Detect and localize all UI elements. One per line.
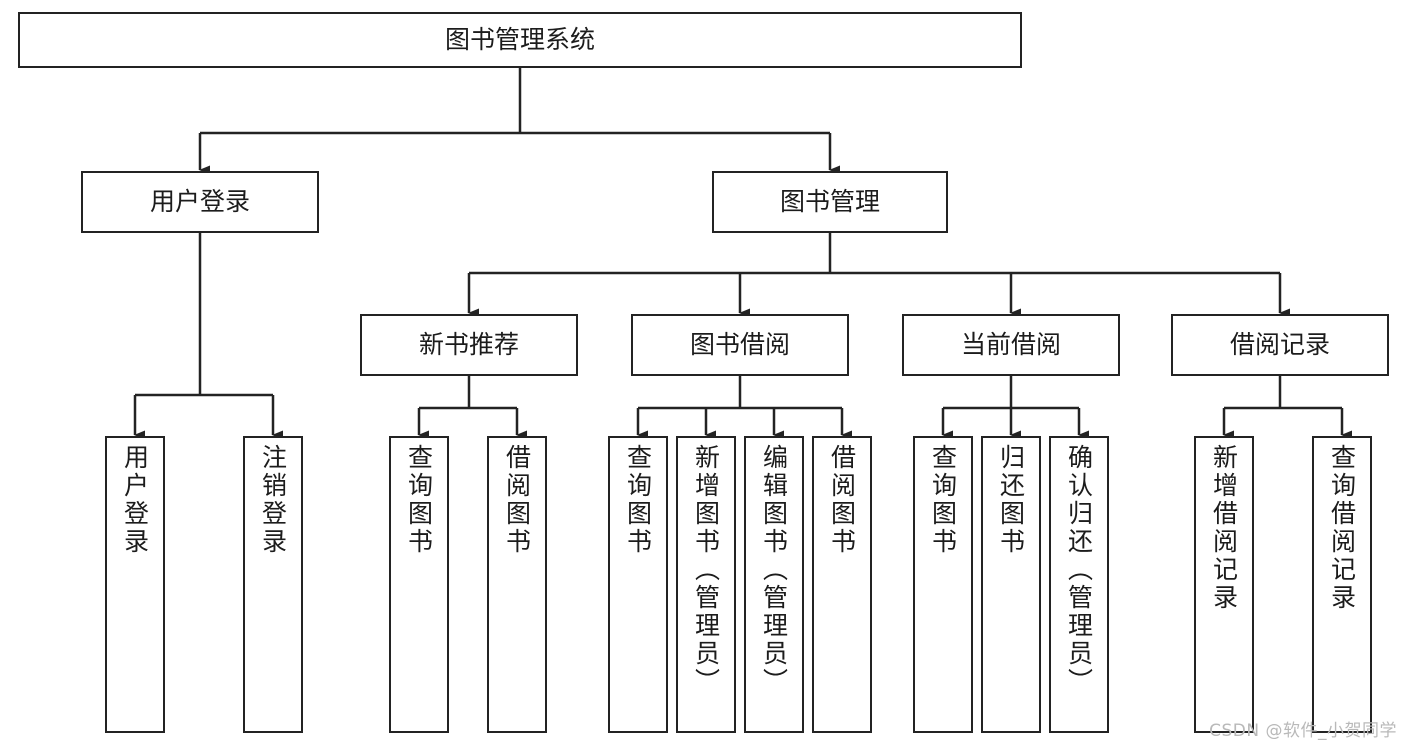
node-leaf-user-login: 用户登录 [105, 436, 165, 733]
node-leaf-user-logout: 注销登录 [243, 436, 303, 733]
node-label: 编辑图书（管理员） [759, 444, 789, 696]
node-label: 借阅记录 [1229, 330, 1330, 360]
csdn-watermark: CSDN @软件_小贺同学 [1209, 721, 1397, 741]
node-leaf-borrow-book: 借阅图书 [812, 436, 872, 733]
node-label: 图书管理系统 [444, 25, 595, 55]
node-book-manage: 图书管理 [712, 171, 948, 233]
node-label: 查询图书 [928, 444, 958, 556]
node-leaf-query-book-borrow: 查询图书 [608, 436, 668, 733]
node-leaf-confirm-return: 确认归还（管理员） [1049, 436, 1109, 733]
node-leaf-query-book-cur: 查询图书 [913, 436, 973, 733]
node-new-book-rec: 新书推荐 [360, 314, 578, 376]
node-user-login: 用户登录 [81, 171, 319, 233]
node-leaf-edit-book: 编辑图书（管理员） [744, 436, 804, 733]
node-leaf-borrow-book-rec: 借阅图书 [487, 436, 547, 733]
node-leaf-add-book: 新增图书（管理员） [676, 436, 736, 733]
node-book-borrow: 图书借阅 [631, 314, 849, 376]
node-label: 借阅图书 [827, 444, 857, 556]
node-label: 新书推荐 [418, 330, 519, 360]
node-root: 图书管理系统 [18, 12, 1022, 68]
node-leaf-add-record: 新增借阅记录 [1194, 436, 1254, 733]
node-label: 查询借阅记录 [1327, 444, 1357, 612]
node-current-borrow: 当前借阅 [902, 314, 1120, 376]
node-label: 查询图书 [404, 444, 434, 556]
node-label: 借阅图书 [502, 444, 532, 556]
node-label: 用户登录 [120, 444, 150, 556]
node-label: 查询图书 [623, 444, 653, 556]
node-label: 注销登录 [258, 444, 288, 556]
node-label: 确认归还（管理员） [1064, 444, 1094, 696]
node-label: 图书管理 [779, 187, 880, 217]
node-leaf-return-book: 归还图书 [981, 436, 1041, 733]
node-label: 图书借阅 [689, 330, 790, 360]
node-label: 归还图书 [996, 444, 1026, 556]
node-leaf-query-book-rec: 查询图书 [389, 436, 449, 733]
node-label: 新增图书（管理员） [691, 444, 721, 696]
node-label: 当前借阅 [960, 330, 1061, 360]
node-label: 新增借阅记录 [1209, 444, 1239, 612]
node-borrow-record: 借阅记录 [1171, 314, 1389, 376]
node-leaf-query-record: 查询借阅记录 [1312, 436, 1372, 733]
node-label: 用户登录 [149, 187, 250, 217]
